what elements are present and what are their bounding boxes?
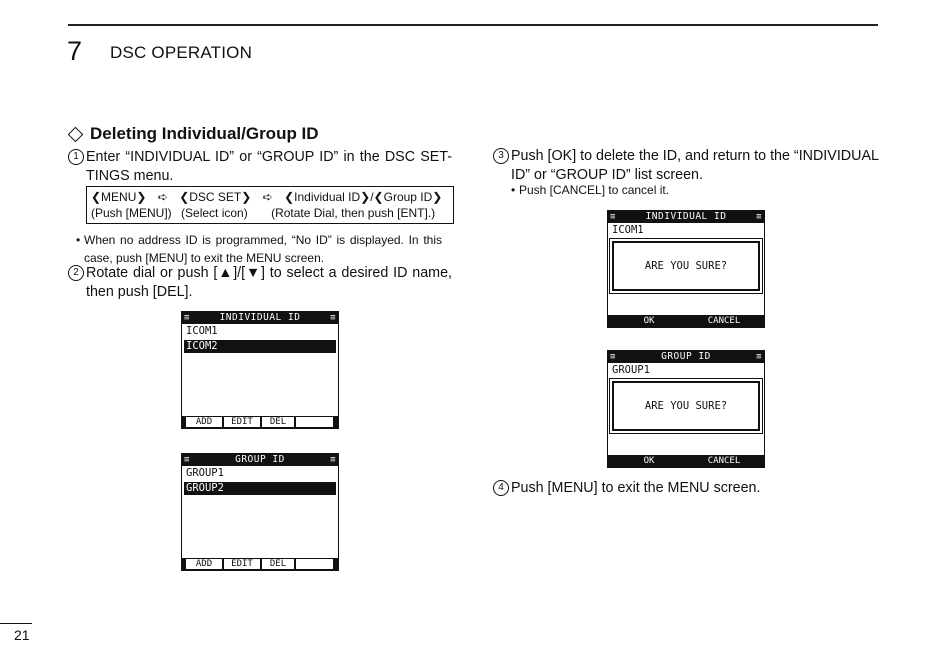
dialog-text: ARE YOU SURE?	[644, 260, 728, 272]
list-item[interactable]: ICOM1	[186, 325, 218, 337]
list-item-selected[interactable]: ICOM2	[184, 340, 336, 353]
step-text: Push [OK] to delete the ID, and return t…	[511, 148, 879, 183]
note-cancel: • Push [CANCEL] to cancel it.	[511, 183, 670, 197]
menu-path-dscset: ❮DSC SET❯	[179, 190, 252, 204]
dialog-text: ARE YOU SURE?	[644, 400, 728, 412]
chapter-number: 7	[67, 36, 83, 66]
step-number: 3	[493, 148, 509, 164]
menu-path-id: ❮Individual ID❯/❮Group ID❯	[284, 190, 443, 204]
menu-path-hint-3: (Rotate Dial, then push [ENT].)	[271, 206, 436, 220]
softkey-cancel[interactable]: CANCEL	[688, 316, 760, 326]
list-item: GROUP1	[612, 364, 650, 376]
step-1: 1 Enter “INDIVIDUAL ID” or “GROUP ID” in…	[68, 148, 452, 186]
softkey-blank	[296, 417, 333, 427]
chapter-title: DSC OPERATION	[110, 43, 253, 62]
step-number: 4	[493, 480, 509, 496]
menu-icon: ≡	[756, 212, 762, 222]
step-text: Push [MENU] to exit the MENU screen.	[511, 480, 761, 496]
lcd-title: INDIVIDUAL ID	[219, 312, 301, 323]
lcd-title: GROUP ID	[661, 351, 711, 362]
lcd-individual-confirm: ≡ INDIVIDUAL ID ≡ ICOM1 ARE YOU SURE? OK C…	[607, 210, 765, 328]
page-number: 21	[14, 627, 30, 643]
softkey-ok[interactable]: OK	[612, 456, 686, 466]
lcd-title: GROUP ID	[235, 454, 285, 465]
confirm-dialog: ARE YOU SURE?	[612, 381, 760, 431]
softkey-blank	[296, 559, 333, 569]
diamond-icon	[67, 126, 84, 142]
menu-icon: ≡	[610, 212, 616, 222]
section-title: Deleting Individual/Group ID	[90, 124, 319, 143]
list-item: ICOM1	[612, 224, 644, 236]
menu-icon: ≡	[184, 313, 190, 323]
lcd-title: INDIVIDUAL ID	[645, 211, 727, 222]
menu-icon: ≡	[756, 352, 762, 362]
list-item-selected[interactable]: GROUP2	[184, 482, 336, 495]
step-number: 2	[68, 265, 84, 281]
softkey-edit[interactable]: EDIT	[224, 559, 260, 569]
step-4: 4 Push [MENU] to exit the MENU screen.	[493, 479, 895, 498]
header-rule	[68, 24, 878, 26]
menu-icon: ≡	[330, 313, 336, 323]
arrow-icon: ➪	[262, 190, 273, 204]
menu-path-menu: ❮MENU❯	[91, 190, 147, 204]
step-number: 1	[68, 149, 84, 165]
step-2: 2 Rotate dial or push [▲]/[▼] to select …	[68, 264, 452, 302]
softkey-add[interactable]: ADD	[186, 559, 222, 569]
step-text: Rotate dial or push [▲]/[▼] to select a …	[86, 265, 452, 300]
softkey-del[interactable]: DEL	[262, 417, 294, 427]
menu-icon: ≡	[184, 455, 190, 465]
step-3: 3 Push [OK] to delete the ID, and return…	[493, 147, 895, 185]
note-no-id: • When no address ID is programmed, “No …	[76, 233, 442, 265]
menu-path-hint-1: (Push [MENU])	[91, 206, 172, 220]
lcd-group-list: ≡ GROUP ID ≡ GROUP1 GROUP2 ADD EDIT DEL	[181, 453, 339, 571]
section-heading: Deleting Individual/Group ID	[67, 124, 319, 144]
menu-path-box: ❮MENU❯ ➪ ❮DSC SET❯ ➪ ❮Individual ID❯/❮Gr…	[86, 186, 454, 224]
list-item[interactable]: GROUP1	[186, 467, 224, 479]
softkey-del[interactable]: DEL	[262, 559, 294, 569]
softkey-add[interactable]: ADD	[186, 417, 222, 427]
menu-icon: ≡	[610, 352, 616, 362]
softkey-ok[interactable]: OK	[612, 316, 686, 326]
step-text: Enter “INDIVIDUAL ID” or “GROUP ID” in t…	[86, 149, 452, 184]
confirm-dialog: ARE YOU SURE?	[612, 241, 760, 291]
menu-path-hint-2: (Select icon)	[181, 206, 248, 220]
softkey-cancel[interactable]: CANCEL	[688, 456, 760, 466]
lcd-group-confirm: ≡ GROUP ID ≡ GROUP1 ARE YOU SURE? OK CANCE…	[607, 350, 765, 468]
menu-icon: ≡	[330, 455, 336, 465]
softkey-edit[interactable]: EDIT	[224, 417, 260, 427]
arrow-icon: ➪	[157, 190, 168, 204]
footer-rule	[0, 623, 32, 624]
lcd-individual-list: ≡ INDIVIDUAL ID ≡ ICOM1 ICOM2 ADD EDIT DEL	[181, 311, 339, 429]
